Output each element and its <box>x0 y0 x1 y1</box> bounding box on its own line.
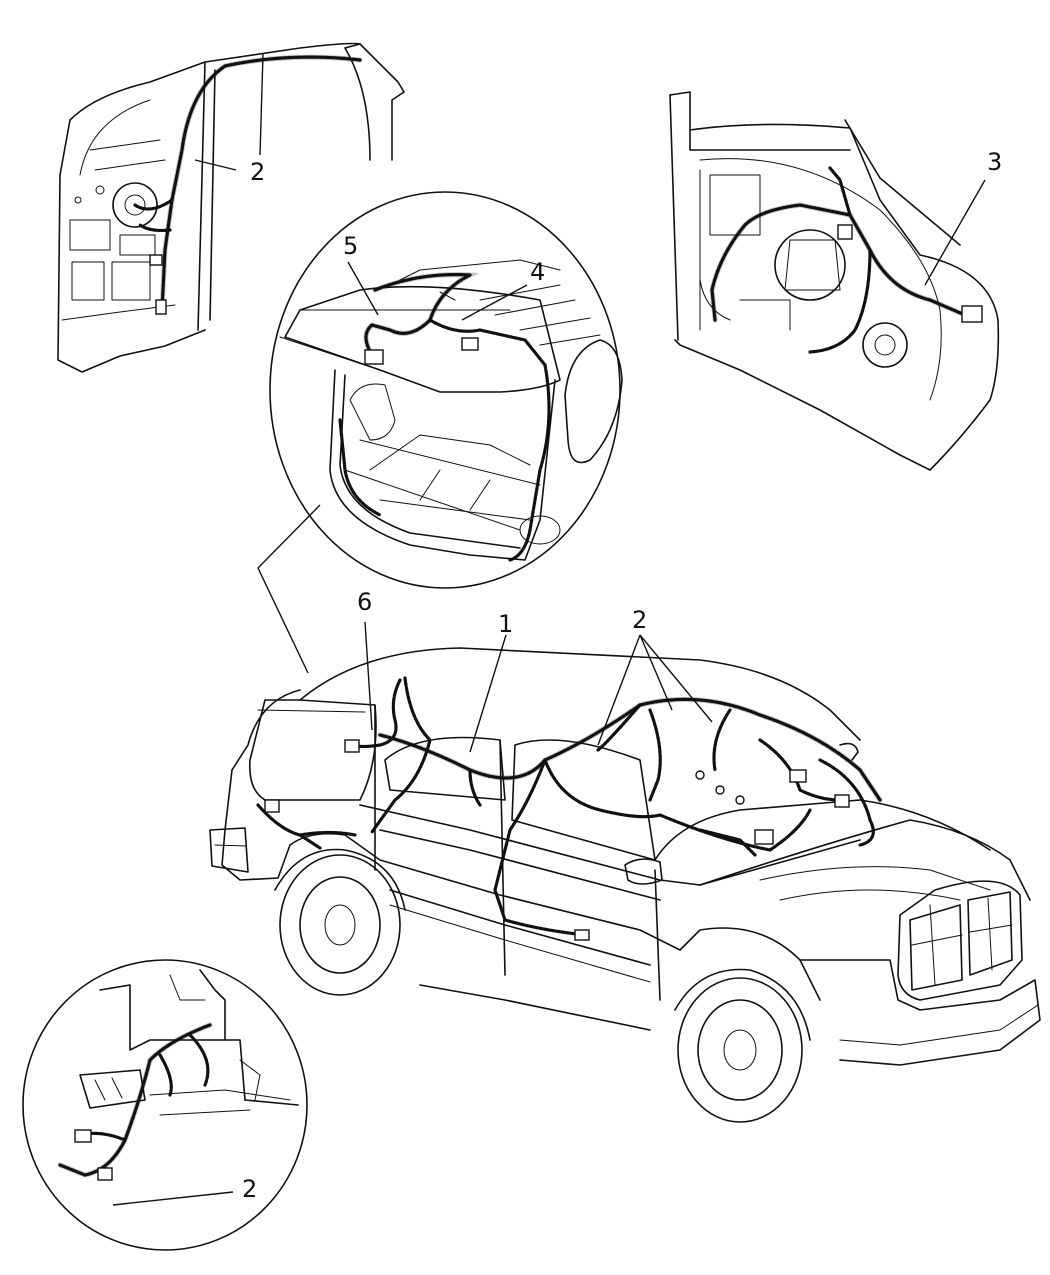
callout-5: 5 <box>343 232 358 260</box>
callout-1: 1 <box>498 610 513 638</box>
body-wiring-harness <box>256 621 883 941</box>
callout-2-vehicle: 2 <box>632 606 647 634</box>
a-pillar-panel-view <box>57 42 405 373</box>
front-door-view <box>669 91 1000 471</box>
instrument-panel-detail-view <box>22 959 308 1251</box>
callout-4: 4 <box>530 258 545 286</box>
callout-3: 3 <box>987 148 1002 176</box>
callout-2-upper-left: 2 <box>250 158 265 186</box>
vehicle-body <box>209 647 1041 1123</box>
liftgate-detail-view <box>269 191 623 589</box>
detail-connector-line <box>257 504 321 674</box>
callout-2-lower: 2 <box>242 1175 257 1203</box>
callout-6: 6 <box>357 588 372 616</box>
